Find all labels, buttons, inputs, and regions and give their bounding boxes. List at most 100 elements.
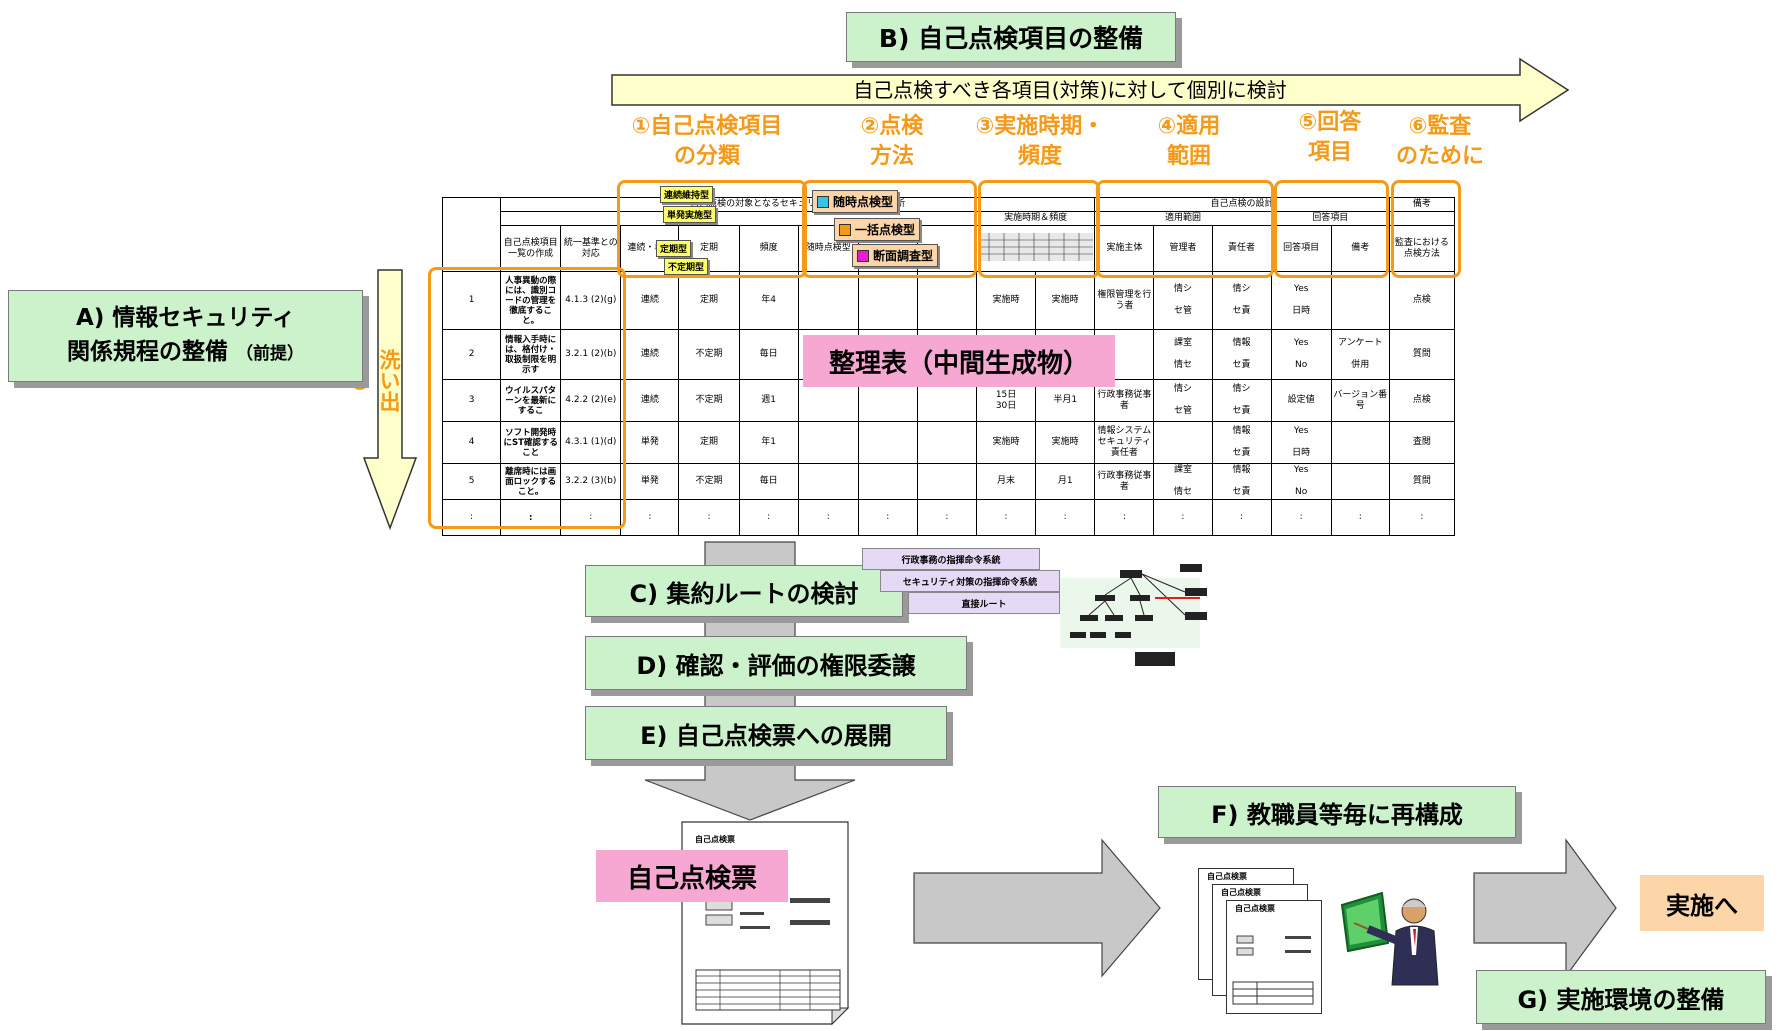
table-cell — [1330, 463, 1390, 500]
table-cell: バージョン番号 — [1330, 379, 1390, 422]
table-cell: 情報 セ責 — [1211, 463, 1272, 500]
route-tag-2: セキュリティ対策の指揮命令系統 — [880, 570, 1060, 592]
table-cell — [1330, 271, 1390, 330]
table-cell: 単発 — [620, 463, 680, 500]
calendar-thumbnail-icon — [978, 232, 1093, 261]
table-cell: 権限管理を行う者 — [1094, 271, 1155, 330]
box-d: D) 確認・評価の権限委譲 — [585, 636, 967, 690]
col-header-2: 統一基準との対応 — [560, 225, 622, 272]
table-cell: : — [916, 499, 977, 536]
table-cell: 課室 情セ — [1153, 463, 1213, 500]
box-a-line1: A) 情報セキュリティ — [76, 305, 295, 331]
table-cell: : — [678, 499, 740, 536]
col-header-13: 責任者 — [1211, 225, 1272, 272]
table-cell: : — [1330, 499, 1390, 536]
table-cell: : — [1094, 499, 1155, 536]
category-2: ②点検 方法 — [860, 114, 924, 169]
table-cell: 実施時 — [1035, 421, 1096, 464]
table-cell: 連続 — [620, 271, 680, 330]
table-cell: 実施時 — [975, 271, 1037, 330]
org-chart-icon — [1060, 564, 1207, 666]
table-cell: 3 — [441, 379, 502, 422]
magenta-square-icon — [857, 249, 869, 262]
table-cell: : — [857, 499, 918, 536]
table-cell — [797, 421, 859, 464]
label-jisshi: 実施へ — [1640, 875, 1764, 931]
corner-cell — [441, 197, 502, 272]
tag-renzoku: 連続維持型 — [660, 186, 714, 203]
document-title: 自己点検票 — [695, 835, 735, 844]
seiri-table: 自己点検の対象となるセキュリティ対策の整理・分析 自己点検の設計 備考 実施時期… — [441, 197, 1456, 536]
table-row: ::::::::::::::::: — [441, 499, 1456, 536]
highlight-2 — [802, 180, 977, 278]
table-cell: Yes 日時 — [1270, 421, 1332, 464]
table-cell: 月1 — [1035, 463, 1096, 500]
table-cell — [1153, 421, 1213, 464]
tag-danmen: 断面調査型 — [852, 244, 939, 267]
table-cell: 2 — [441, 329, 502, 380]
table-cell — [857, 421, 918, 464]
table-cell — [797, 271, 859, 330]
label-check-sheet: 自己点検票 — [596, 850, 788, 902]
top-arrow-label: 自己点検すべき各項目(対策)に対して個別に検討 — [853, 78, 1287, 102]
highlight-6 — [1391, 180, 1461, 278]
table-cell: 実施時 — [975, 421, 1037, 464]
table-cell: 設定値 — [1270, 379, 1332, 422]
highlight-1 — [617, 180, 807, 278]
table-cell: 4.2.2 (2)(e) — [560, 379, 622, 422]
table-cell: : — [1211, 499, 1272, 536]
label-seiri: 整理表（中間生成物） — [803, 335, 1115, 387]
table-cell: : — [620, 499, 680, 536]
col-header-16: 監査における点検方法 — [1388, 225, 1456, 272]
teacher-icon — [1340, 891, 1439, 986]
col-header-11: 実施主体 — [1094, 225, 1155, 272]
table-cell: 連続 — [620, 329, 680, 380]
table-cell: 年1 — [738, 421, 799, 464]
route-tag-3: 直接ルート — [908, 592, 1060, 614]
table-cell: : — [1270, 499, 1332, 536]
table-cell: 4.3.1 (1)(d) — [560, 421, 622, 464]
table-cell: ソフト開発時にST確認すること — [500, 421, 562, 464]
table-cell: 不定期 — [678, 329, 740, 380]
right-arrow-1 — [913, 838, 1161, 978]
table-cell: : — [975, 499, 1037, 536]
top-arrow — [611, 57, 1570, 123]
table-cell — [916, 421, 977, 464]
table-cell: 情報入手時には、格付け・取扱制限を明示す — [500, 329, 562, 380]
table-cell: Yes No — [1270, 463, 1332, 500]
box-f: F) 教職員等毎に再構成 — [1158, 786, 1516, 838]
table-cell: 5 — [441, 463, 502, 500]
tag-zuiji: 随時点検型 — [812, 190, 899, 213]
side-arrow-label: 洗い出し — [347, 348, 401, 412]
route-tag-1: 行政事務の指揮命令系統 — [862, 548, 1040, 570]
table-cell: 質問 — [1388, 463, 1456, 500]
table-cell — [916, 463, 977, 500]
table-cell: 定期 — [678, 421, 740, 464]
box-g: G) 実施環境の整備 — [1476, 970, 1766, 1024]
box-a: A) 情報セキュリティ 関係規程の整備 （前提） — [8, 290, 363, 382]
table-cell: 査閲 — [1388, 421, 1456, 464]
table-cell: : — [1035, 499, 1096, 536]
table-cell: 点検 — [1388, 379, 1456, 422]
table-cell: 連続 — [620, 379, 680, 422]
table-cell: 年4 — [738, 271, 799, 330]
table-cell — [916, 271, 977, 330]
table-cell: : — [500, 499, 562, 536]
side-arrow — [362, 269, 418, 530]
table-cell: 人事異動の際には、識別コードの管理を徹底すること。 — [500, 271, 562, 330]
table-cell: 行政事務従事者 — [1094, 463, 1155, 500]
table-cell: 情報 セ責 — [1211, 329, 1272, 380]
table-cell: 実施時 — [1035, 271, 1096, 330]
table-cell: Yes 日時 — [1270, 271, 1332, 330]
right-arrow-2 — [1473, 838, 1617, 978]
box-e: E) 自己点検票への展開 — [585, 706, 947, 760]
table-cell: : — [738, 499, 799, 536]
table-cell: 点検 — [1388, 271, 1456, 330]
table-cell: 週1 — [738, 379, 799, 422]
table-cell: 定期 — [678, 271, 740, 330]
col-header-14: 回答項目 — [1270, 225, 1332, 272]
category-1: ①自己点検項目 の分類 — [631, 114, 783, 169]
col-header-15: 備考 — [1330, 225, 1390, 272]
